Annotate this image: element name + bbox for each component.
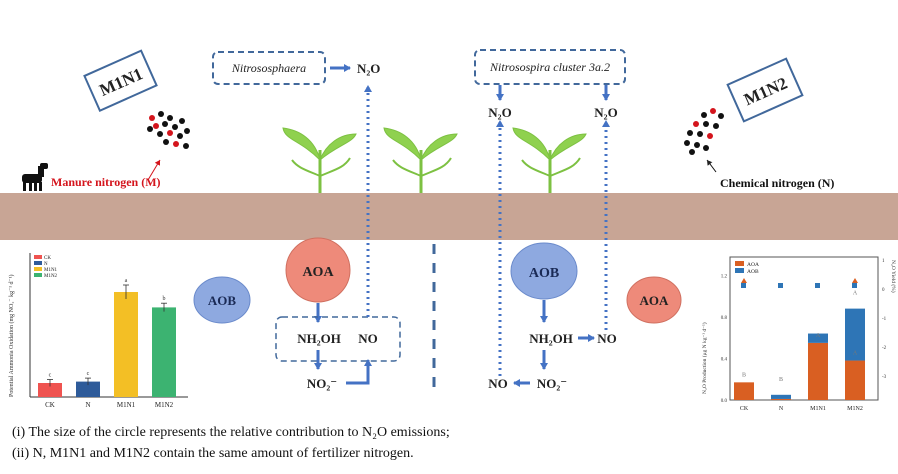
m1n1-tag: M1N1 bbox=[83, 49, 158, 112]
soil-layer bbox=[0, 193, 898, 240]
nh2oh-label-left: NH₂OH bbox=[297, 331, 341, 346]
right-chart-ylabel: N₂O Production (μg N kg⁻¹ d⁻¹) bbox=[701, 322, 708, 394]
manure-nitrogen-label: Manure nitrogen (M) bbox=[51, 175, 161, 189]
aob-label-left: AOB bbox=[208, 293, 237, 308]
yield-marker-aoa bbox=[852, 278, 858, 283]
chemical-nitrogen-label: Chemical nitrogen (N) bbox=[720, 176, 834, 190]
bar-aob-m1n1 bbox=[808, 333, 828, 343]
plant-icon bbox=[512, 127, 587, 193]
significance-letter: A bbox=[816, 333, 821, 339]
no-label-right-lower: NO bbox=[488, 376, 508, 391]
x-tick-label: M1N2 bbox=[847, 406, 863, 412]
bar-aoa-m1n2 bbox=[845, 360, 865, 400]
bar-aob-m1n2 bbox=[845, 308, 865, 361]
yield-marker-aob bbox=[815, 283, 820, 288]
bar-aob-n bbox=[771, 394, 791, 399]
aob-label-large: AOB bbox=[529, 266, 559, 281]
x-tick-label: N bbox=[779, 406, 784, 412]
bar-aoa-ck bbox=[734, 382, 754, 400]
aob-circle-left bbox=[193, 276, 251, 324]
left-chart-ylabel: Potential Ammonia Oxidation (mg NO₂⁻ kg⁻… bbox=[8, 274, 15, 397]
y2-tick-label: 1 bbox=[882, 259, 885, 264]
significance-letter: a bbox=[125, 278, 128, 284]
y2-tick-label: -3 bbox=[882, 375, 887, 380]
manure-dots bbox=[147, 111, 190, 149]
n2o-label-right: N₂O bbox=[594, 105, 617, 120]
significance-letter: B bbox=[779, 377, 783, 383]
yield-marker-aoa bbox=[741, 278, 747, 283]
nh2oh-label-right: NH₂OH bbox=[529, 331, 573, 346]
significance-letter: c bbox=[49, 373, 52, 379]
no2-label-right: NO₂⁻ bbox=[537, 376, 567, 391]
nitrososphaera-box bbox=[212, 51, 326, 85]
x-tick-label: M1N1 bbox=[810, 406, 826, 412]
no-label-right-upper: NO bbox=[597, 331, 617, 346]
n2o-label-mid: N₂O bbox=[488, 105, 511, 120]
y2-tick-label: -1 bbox=[882, 317, 887, 322]
legend-label: N bbox=[44, 262, 48, 267]
plant-icon bbox=[282, 127, 357, 193]
m1n2-tag: M1N2 bbox=[726, 57, 804, 123]
y-tick-label: 0.4 bbox=[721, 357, 728, 362]
goat-icon bbox=[22, 163, 48, 191]
no-label-left: NO bbox=[358, 331, 378, 346]
x-tick-label: M1N1 bbox=[117, 401, 136, 409]
legend-label: AOB bbox=[747, 269, 759, 275]
aoa-pathway-box bbox=[275, 316, 401, 362]
x-tick-label: CK bbox=[45, 401, 55, 409]
n2o-label-left: N₂O bbox=[357, 61, 380, 76]
significance-letter: A bbox=[853, 351, 858, 357]
bar-ck bbox=[38, 383, 62, 397]
significance-letter: b bbox=[163, 296, 166, 302]
y2-tick-label: -2 bbox=[882, 346, 887, 351]
chemical-dots bbox=[684, 108, 724, 155]
yield-marker-aob bbox=[778, 283, 783, 288]
significance-letter: A bbox=[853, 291, 858, 297]
nitrosospira-label: Nitrosospira cluster 3a.2 bbox=[489, 60, 610, 74]
bar-m1n2 bbox=[152, 307, 176, 397]
bar-aoa-m1n1 bbox=[808, 342, 828, 400]
legend-swatch bbox=[735, 261, 744, 266]
legend-swatch bbox=[34, 261, 42, 265]
right-chart: N₂O Production (μg N kg⁻¹ d⁻¹) N₂O Yield… bbox=[701, 256, 897, 412]
significance-letter: c bbox=[87, 371, 90, 377]
y2-tick-label: 0 bbox=[882, 288, 885, 293]
x-tick-label: CK bbox=[740, 406, 749, 412]
aob-circle-large bbox=[510, 242, 578, 300]
no2-label-left: NO₂⁻ bbox=[307, 376, 337, 391]
yield-marker-aob bbox=[852, 283, 857, 288]
left-chart: Potential Ammonia Oxidation (mg NO₂⁻ kg⁻… bbox=[8, 253, 188, 409]
y-tick-label: 1.2 bbox=[721, 274, 728, 279]
y-tick-label: 0.0 bbox=[721, 399, 728, 404]
note-line-1: (i) The size of the circle represents th… bbox=[12, 425, 450, 440]
legend-label: M1N2 bbox=[44, 274, 58, 279]
note-line-2: (ii) N, M1N1 and M1N2 contain the same a… bbox=[12, 446, 414, 461]
legend-swatch bbox=[735, 268, 744, 273]
legend-label: CK bbox=[44, 256, 51, 261]
aoa-label-large: AOA bbox=[302, 265, 334, 280]
legend-label: AOA bbox=[747, 262, 759, 268]
nitrososphaera-label: Nitrososphaera bbox=[231, 61, 306, 75]
legend-swatch bbox=[34, 255, 42, 259]
right-chart-y2label: N₂O Yield (%) bbox=[890, 260, 897, 293]
bar-n bbox=[76, 381, 100, 397]
aoa-circle-small bbox=[626, 276, 682, 324]
y-tick-label: 0.8 bbox=[721, 316, 728, 321]
legend-label: M1N1 bbox=[44, 268, 58, 273]
bar-m1n1 bbox=[114, 292, 138, 397]
aoa-circle-large bbox=[285, 237, 351, 303]
yield-marker-aob bbox=[741, 283, 746, 288]
aoa-label-small: AOA bbox=[640, 293, 670, 308]
bar-aoa-n bbox=[771, 398, 791, 400]
x-tick-label: N bbox=[85, 401, 90, 409]
significance-letter: B bbox=[742, 372, 746, 378]
plant-icon bbox=[383, 127, 458, 193]
legend-swatch bbox=[34, 267, 42, 271]
legend-swatch bbox=[34, 273, 42, 277]
x-tick-label: M1N2 bbox=[155, 401, 174, 409]
nitrosospira-box bbox=[474, 49, 626, 85]
